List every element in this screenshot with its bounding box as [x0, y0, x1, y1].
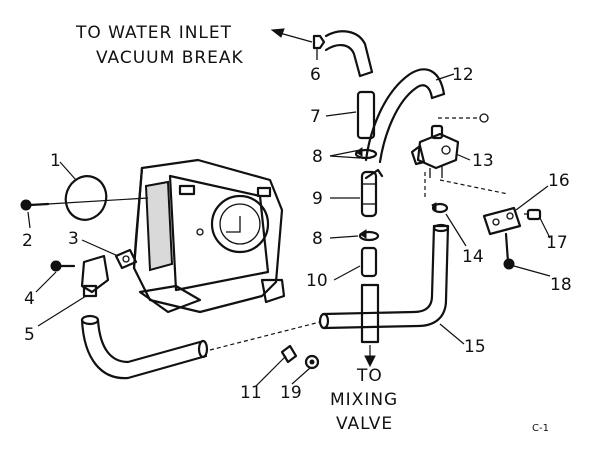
callout-8-lower: 8: [312, 229, 323, 249]
part-12-hose: [364, 68, 446, 164]
mixing-caption-line1: TO: [356, 366, 383, 386]
part-6-fitting: [312, 34, 326, 60]
part-10-tube: [360, 246, 378, 278]
callout-3: 3: [68, 229, 79, 249]
part-18-screw: [503, 232, 515, 270]
mixing-valve-caption: TO MIXING VALVE: [330, 366, 398, 434]
callout-numbers: 1 2 3 4 5 6 7 8 8 9 10 11 12 13 14 15 16…: [22, 65, 572, 403]
callout-11: 11: [240, 383, 262, 403]
inlet-caption-line2: VACUUM BREAK: [96, 48, 244, 68]
part-6-hose: [324, 30, 374, 78]
mixing-caption-line3: VALVE: [336, 414, 393, 434]
part-4-bolt: [50, 260, 76, 272]
leader-lines: [27, 73, 551, 387]
part-14-o-ring: [431, 202, 449, 214]
part-5-elbow: [80, 254, 110, 298]
callout-16: 16: [548, 171, 570, 191]
part-13-alignment-lines: [424, 172, 509, 198]
callout-4: 4: [24, 289, 35, 309]
part-13-valve: [410, 124, 460, 178]
callout-15: 15: [464, 337, 486, 357]
part-15-hose: [318, 223, 450, 330]
callout-2: 2: [22, 231, 33, 251]
dispenser-housing: [132, 158, 286, 314]
part-3-plate: [114, 248, 138, 270]
part-19-nut: [304, 354, 320, 370]
callout-18: 18: [550, 275, 572, 295]
callout-17: 17: [546, 233, 568, 253]
inlet-arrow: [270, 28, 313, 43]
callout-7: 7: [310, 107, 321, 127]
part-7-tube: [356, 90, 376, 140]
part-screw-top-right: [438, 113, 489, 123]
inlet-caption: TO WATER INLET VACUUM BREAK: [75, 23, 244, 68]
callout-5: 5: [24, 325, 35, 345]
part-16-bracket: [482, 206, 522, 236]
part-2-screw: [20, 199, 50, 211]
part-9-connector: [360, 168, 384, 218]
mixing-valve-hose: [360, 283, 380, 344]
mixing-valve-arrow: [364, 345, 376, 368]
callout-14: 14: [462, 247, 484, 267]
connection-line-lower: [209, 321, 321, 351]
callout-6: 6: [310, 65, 321, 85]
callout-13: 13: [472, 151, 494, 171]
callout-8-upper: 8: [312, 147, 323, 167]
callout-12: 12: [452, 65, 474, 85]
callout-9: 9: [312, 189, 323, 209]
part-1-gasket: [47, 175, 149, 221]
part-17-clip: [524, 208, 542, 221]
mixing-caption-line2: MIXING: [330, 390, 398, 410]
inlet-caption-line1: TO WATER INLET: [75, 23, 232, 43]
callout-10: 10: [306, 271, 328, 291]
callout-19: 19: [280, 383, 302, 403]
callout-1: 1: [50, 151, 61, 171]
figure-code: C-1: [532, 423, 549, 434]
part-11-clamp: [280, 344, 298, 364]
lower-hose: [80, 314, 209, 380]
part-8-clamp-lower: [358, 229, 380, 242]
